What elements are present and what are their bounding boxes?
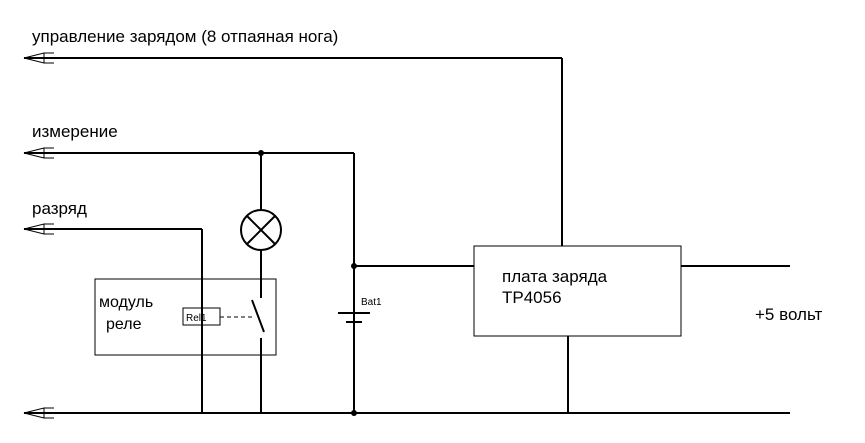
charger-label-line1: плата заряда bbox=[502, 267, 608, 286]
charge-control-line bbox=[23, 52, 563, 246]
charger-label-line2: TP4056 bbox=[502, 288, 562, 307]
discharge-label: разряд bbox=[32, 199, 87, 218]
relay-module-label-line1: модуль bbox=[99, 294, 153, 311]
battery-icon bbox=[338, 263, 474, 323]
supply-label: +5 вольт bbox=[755, 305, 822, 324]
relay-module-label-line2: реле bbox=[106, 316, 142, 333]
lamp-icon bbox=[240, 153, 282, 278]
charge-control-label: управление зарядом (8 отпаяная нога) bbox=[32, 27, 338, 46]
junction-dot bbox=[351, 410, 357, 416]
measurement-label: измерение bbox=[32, 122, 118, 141]
battery-ref-label: Bat1 bbox=[361, 297, 382, 308]
charger-board bbox=[473, 245, 790, 413]
ground-rail bbox=[23, 407, 790, 419]
measurement-line bbox=[23, 147, 355, 413]
relay-switch-icon bbox=[251, 299, 265, 333]
relay-ref-label: Rel1 bbox=[186, 313, 207, 324]
relay-module bbox=[94, 278, 277, 413]
